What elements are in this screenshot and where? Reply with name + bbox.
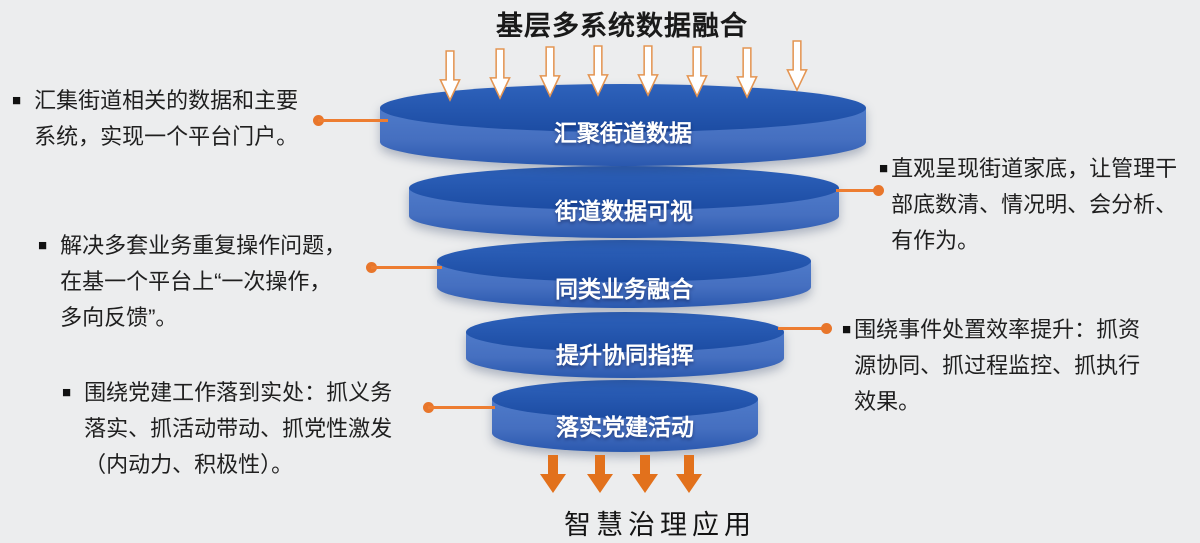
hollow-down-arrow-icon xyxy=(637,45,659,97)
connector-line xyxy=(836,189,878,192)
note-left-1: ■ 汇集街道相关的数据和主要系统，实现一个平台门户。 xyxy=(12,83,304,155)
connector-line xyxy=(428,406,495,409)
note-left-3: ■ 围绕党建工作落到实处：抓义务落实、抓活动带动、抓党性激发（内动力、积极性）。 xyxy=(62,375,398,483)
solid-down-arrow-icon xyxy=(540,455,566,493)
tier-top-ellipse xyxy=(380,84,866,132)
funnel-tier-5: 落实党建活动 xyxy=(492,380,758,452)
solid-down-arrow-icon xyxy=(632,455,658,493)
bottom-label: 智慧治理应用 xyxy=(564,510,756,540)
note-text: 围绕事件处置效率提升：抓资源协同、抓过程监控、抓执行效果。 xyxy=(854,317,1141,414)
hollow-down-arrow-icon xyxy=(489,48,511,100)
tier-label: 汇聚街道数据 xyxy=(554,120,692,146)
funnel-tier-1: 汇聚街道数据 xyxy=(380,84,866,166)
solid-down-arrow-icon xyxy=(676,455,702,493)
tier-label: 提升协同指挥 xyxy=(556,342,694,368)
hollow-down-arrow-icon xyxy=(686,46,708,98)
note-right-1: ■ 直观呈现街道家底，让管理干部底数清、情况明、会分析、有作为。 xyxy=(879,151,1181,259)
tier-top-ellipse xyxy=(492,380,758,418)
square-bullet-icon: ■ xyxy=(842,321,852,338)
tier-top-ellipse xyxy=(409,166,839,210)
hollow-down-arrow-icon xyxy=(539,46,561,98)
square-bullet-icon: ■ xyxy=(62,384,72,401)
tier-label: 同类业务融合 xyxy=(555,276,693,302)
connector-line xyxy=(318,119,388,122)
tier-label: 落实党建活动 xyxy=(556,414,694,440)
tier-top-ellipse xyxy=(466,312,784,352)
note-left-2: ■ 解决多套业务重复操作问题，在基一个平台上“一次操作，多向反馈”。 xyxy=(38,228,352,336)
connector-dot xyxy=(821,323,832,334)
note-right-2: ■ 围绕事件处置效率提升：抓资源协同、抓过程监控、抓执行效果。 xyxy=(842,312,1144,420)
tier-label: 街道数据可视 xyxy=(555,198,693,224)
note-text: 解决多套业务重复操作问题，在基一个平台上“一次操作，多向反馈”。 xyxy=(60,233,347,330)
hollow-down-arrow-icon xyxy=(736,47,758,99)
hollow-down-arrow-icon xyxy=(439,50,461,102)
funnel-tier-2: 街道数据可视 xyxy=(409,166,839,238)
square-bullet-icon: ■ xyxy=(38,237,48,254)
note-text: 围绕党建工作落到实处：抓义务落实、抓活动带动、抓党性激发（内动力、积极性）。 xyxy=(84,380,393,477)
funnel-tier-3: 同类业务融合 xyxy=(437,240,811,308)
note-text: 直观呈现街道家底，让管理干部底数清、情况明、会分析、有作为。 xyxy=(891,156,1178,253)
square-bullet-icon: ■ xyxy=(12,92,22,109)
note-text: 汇集街道相关的数据和主要系统，实现一个平台门户。 xyxy=(34,88,299,149)
hollow-down-arrow-icon xyxy=(587,45,609,97)
connector-line xyxy=(778,327,826,330)
hollow-down-arrow-icon xyxy=(786,40,808,92)
solid-down-arrow-icon xyxy=(587,455,613,493)
connector-dot xyxy=(873,185,884,196)
connector-line xyxy=(371,266,442,269)
page-title: 基层多系统数据融合 xyxy=(496,11,748,41)
square-bullet-icon: ■ xyxy=(879,160,889,177)
tier-top-ellipse xyxy=(437,240,811,282)
funnel-tier-4: 提升协同指挥 xyxy=(466,312,784,378)
